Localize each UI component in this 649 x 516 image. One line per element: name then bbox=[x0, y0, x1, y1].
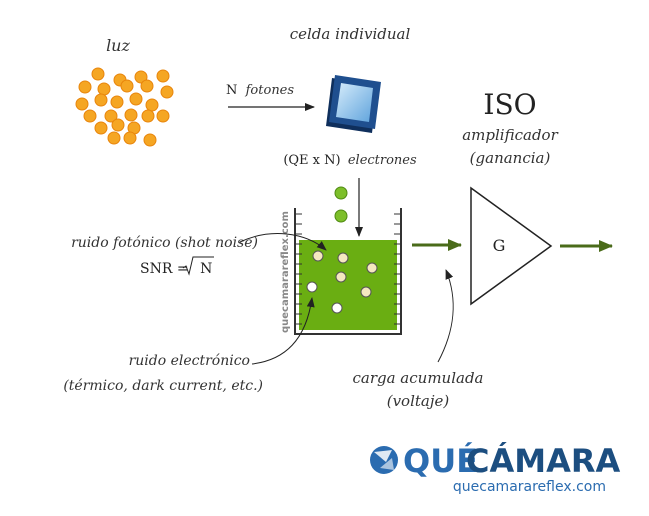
ruido-electronico-label: ruido electrónico bbox=[129, 353, 250, 369]
photon-dot bbox=[75, 97, 89, 111]
photon-dot bbox=[129, 92, 143, 106]
photon-dot bbox=[156, 69, 170, 83]
photon-dot bbox=[83, 109, 97, 123]
iso-label: ISO bbox=[483, 88, 536, 121]
aperture-icon bbox=[370, 446, 398, 474]
photon-cluster bbox=[75, 67, 174, 147]
voltaje-label: (voltaje) bbox=[387, 392, 450, 410]
amplifier-triangle bbox=[470, 186, 553, 306]
photon-dot bbox=[120, 79, 134, 93]
photon-dot bbox=[140, 79, 154, 93]
carga-label: carga acumulada bbox=[352, 369, 483, 387]
gain-symbol: G bbox=[493, 236, 506, 255]
logo-que: QUÉ bbox=[403, 442, 478, 480]
photon-dot bbox=[141, 109, 155, 123]
falling-electron bbox=[334, 186, 348, 200]
celda-label: celda individual bbox=[290, 25, 411, 43]
ruido-detalle-label: (térmico, dark current, etc.) bbox=[63, 378, 263, 394]
photon-dot bbox=[110, 95, 124, 109]
photon-dot bbox=[94, 93, 108, 107]
logo-camara: CÁMARA bbox=[466, 442, 621, 480]
shot-noise-pointer bbox=[239, 233, 327, 251]
amplificador-label: amplificador bbox=[462, 126, 558, 144]
photon-dot bbox=[145, 98, 159, 112]
charge-pointer bbox=[437, 269, 454, 363]
electrons-label: (QE x N) electrones bbox=[283, 152, 417, 168]
photon-dot bbox=[160, 85, 174, 99]
photon-dot bbox=[91, 67, 105, 81]
sqrt-sign bbox=[182, 256, 214, 276]
photon-dot bbox=[124, 108, 138, 122]
ruido-fotonico-label: ruido fotónico (shot noise) bbox=[71, 235, 258, 251]
photon-dot bbox=[156, 109, 170, 123]
snr-formula: SNR = N bbox=[140, 261, 212, 277]
photon-dot bbox=[134, 70, 148, 84]
electronic-noise-pointer bbox=[251, 297, 315, 365]
photon-dot bbox=[97, 82, 111, 96]
logo-url[interactable]: quecamarareflex.com bbox=[453, 479, 606, 495]
photon-dot bbox=[78, 80, 92, 94]
luz-label: luz bbox=[106, 36, 130, 55]
photon-dot bbox=[143, 133, 157, 147]
photon-dot bbox=[94, 121, 108, 135]
falling-electron bbox=[334, 209, 348, 223]
vertical-watermark: quecamarareflex.com bbox=[280, 211, 291, 333]
photon-dot bbox=[123, 131, 137, 145]
photon-dot bbox=[104, 109, 118, 123]
photon-dot bbox=[107, 131, 121, 145]
electron-particles bbox=[306, 250, 378, 314]
charge-bucket bbox=[294, 208, 402, 335]
sensor-cell-icon bbox=[326, 75, 381, 133]
ganancia-label: (ganancia) bbox=[470, 149, 551, 167]
quecamara-logo: QUÉ CÁMARA quecamarareflex.com bbox=[370, 442, 621, 495]
photons-label: N fotones bbox=[226, 82, 294, 98]
photon-dot bbox=[111, 118, 125, 132]
